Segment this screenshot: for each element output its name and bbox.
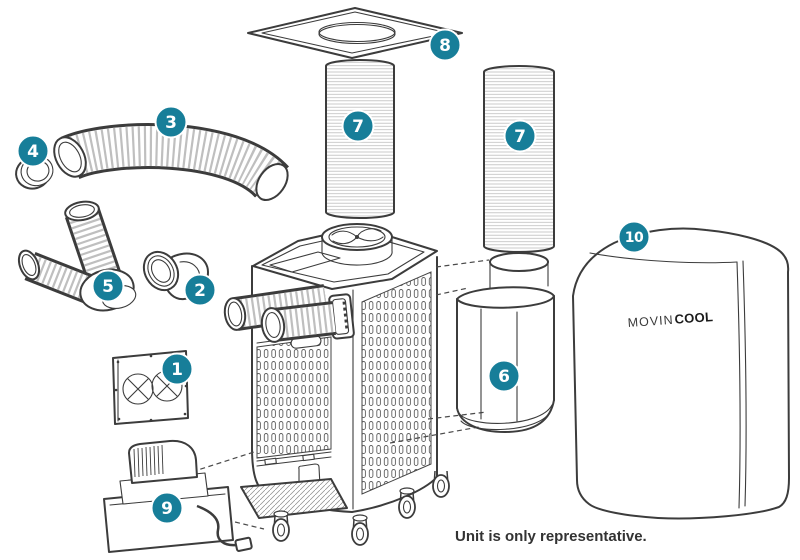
power-plug bbox=[234, 536, 253, 552]
badge-circle bbox=[154, 105, 188, 139]
dual-hose-adapter-art bbox=[17, 200, 137, 312]
ramp-tray bbox=[240, 478, 348, 519]
caption-text: Unit is only representative. bbox=[455, 528, 647, 545]
part-badge-6: 6 bbox=[487, 359, 521, 393]
badge-circle bbox=[150, 491, 184, 525]
flexible-hose-art bbox=[53, 123, 289, 202]
badge-number: 7 bbox=[352, 117, 364, 137]
badge-circle bbox=[183, 273, 217, 307]
ac-unit-art bbox=[223, 223, 450, 546]
part-badge-4: 4 bbox=[16, 134, 50, 168]
badge-number: 9 bbox=[161, 499, 173, 519]
badge-number: 10 bbox=[625, 230, 644, 246]
movincool-logo: MOVINCOOL bbox=[627, 309, 714, 330]
casters bbox=[272, 470, 450, 546]
badge-number: 3 bbox=[165, 113, 177, 133]
part-badge-5: 5 bbox=[91, 269, 125, 303]
part-badge-9: 9 bbox=[150, 491, 184, 525]
badge-circle bbox=[503, 119, 537, 153]
badge-circle bbox=[91, 269, 125, 303]
logo-movin: MOVIN bbox=[627, 313, 674, 330]
vertical-duct-right-art bbox=[483, 65, 555, 253]
badge-circle bbox=[341, 109, 375, 143]
badge-number: 1 bbox=[171, 360, 183, 380]
part-badge-8: 8 bbox=[428, 28, 462, 62]
part-badge-7-right: 7 bbox=[503, 119, 537, 153]
unit-cover-art: MOVINCOOL bbox=[572, 227, 790, 520]
pump-vents bbox=[133, 444, 164, 478]
plenum-canister-art bbox=[456, 252, 555, 433]
part-badge-10: 10 bbox=[617, 220, 651, 254]
part-badge-2: 2 bbox=[183, 273, 217, 307]
badge-number: 2 bbox=[194, 281, 206, 301]
badge-number: 8 bbox=[439, 36, 451, 56]
badge-circle bbox=[428, 28, 462, 62]
power-cord bbox=[196, 504, 237, 547]
unit-hoses bbox=[223, 284, 336, 343]
part-badge-3: 3 bbox=[154, 105, 188, 139]
logo-cool: COOL bbox=[674, 309, 714, 327]
badge-number: 4 bbox=[27, 142, 39, 162]
fan-icon bbox=[331, 228, 384, 245]
part-badge-1: 1 bbox=[160, 352, 194, 386]
badge-number: 7 bbox=[514, 127, 526, 147]
badge-circle bbox=[487, 359, 521, 393]
ceiling-panel-art bbox=[247, 7, 463, 59]
badge-circle bbox=[16, 134, 50, 168]
badge-number: 5 bbox=[102, 277, 114, 297]
badge-circle bbox=[617, 220, 651, 254]
part-badge-7-left: 7 bbox=[341, 109, 375, 143]
badge-number: 6 bbox=[498, 367, 510, 387]
badge-circle bbox=[160, 352, 194, 386]
